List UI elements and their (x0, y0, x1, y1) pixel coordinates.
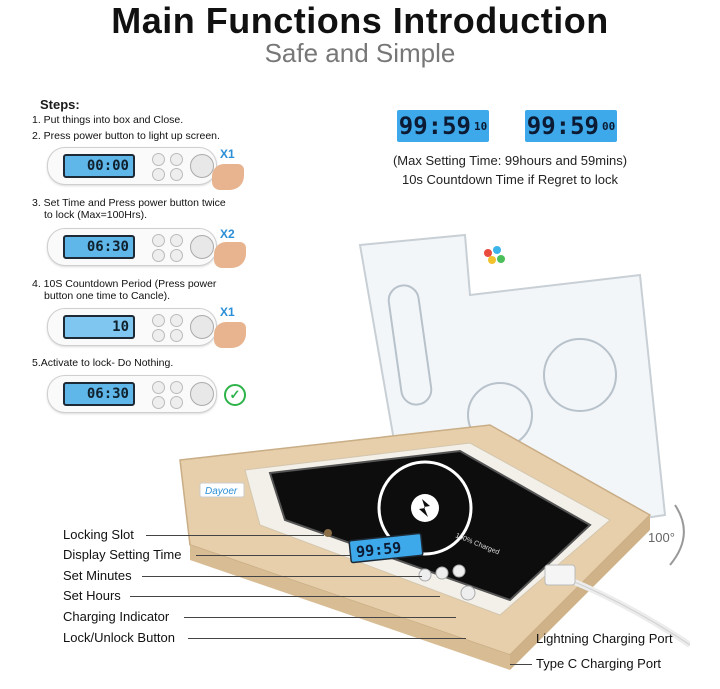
set-minutes-button (418, 568, 432, 582)
locked-time: 99:59 (526, 112, 599, 140)
press-count-label: X1 (220, 305, 235, 319)
step-3-text-2: to lock (Max=100Hrs). (44, 209, 147, 221)
callout-line (142, 576, 422, 577)
step-panel-3: 10 (47, 308, 217, 346)
max-time-note: (Max Setting Time: 99hours and 59mins) (392, 153, 628, 168)
panel-button (170, 381, 183, 394)
lock-sub-value: 00 (602, 119, 616, 133)
page-subtitle: Safe and Simple (264, 38, 456, 68)
finger-icon (214, 242, 246, 268)
step-5-text: 5.Activate to lock- Do Nothing. (32, 357, 174, 369)
panel-button (152, 249, 165, 262)
locking-slot (324, 529, 332, 537)
callout-typec-port: Type C Charging Port (536, 656, 662, 671)
lightning-bolt-icon (419, 499, 430, 517)
power-button (190, 315, 214, 339)
finger-icon (214, 322, 246, 348)
step-3-text-1: 3. Set Time and Press power button twice (32, 197, 226, 209)
panel-button (170, 168, 183, 181)
panel-button (170, 314, 183, 327)
panel-button (170, 153, 183, 166)
callout-lock-unlock-button: Lock/Unlock Button (63, 630, 176, 645)
lock-unlock-button (460, 585, 476, 601)
callout-line (184, 617, 456, 618)
check-icon: ✓ (224, 384, 246, 406)
panel-lcd: 06:30 (63, 235, 135, 259)
panel-button (170, 329, 183, 342)
panel-button (152, 396, 165, 409)
unlock-sub-value: 10 (474, 119, 488, 133)
panel-button (170, 234, 183, 247)
brand-label: Dayoer (205, 486, 238, 497)
callout-locking-slot: Locking Slot (63, 527, 134, 542)
panel-lcd: 06:30 (63, 382, 135, 406)
cable-plug (544, 564, 576, 586)
phone: 100% Charged (268, 449, 592, 602)
set-hours-button (435, 566, 449, 580)
locked-display: 99:59 00 (525, 110, 617, 142)
press-count-label: X1 (220, 147, 235, 161)
step-panel-1: 00:00 (47, 147, 217, 185)
step-1-text: 1. Put things into box and Close. (32, 114, 184, 126)
panel-button (152, 168, 165, 181)
device-display-time: 99:59 (355, 538, 402, 561)
steps-heading: Steps: (40, 97, 80, 112)
callout-line (146, 535, 324, 536)
panel-lcd: 10 (63, 315, 135, 339)
page-title: Main Functions Introduction (111, 0, 609, 41)
press-count-label: X2 (220, 227, 235, 241)
callout-set-minutes: Set Minutes (63, 568, 132, 583)
device-display (348, 532, 424, 564)
panel-button (152, 153, 165, 166)
step-panel-4: 06:30 (47, 375, 217, 413)
step-4-text-1: 4. 10S Countdown Period (Press power (32, 278, 217, 290)
callout-line (510, 664, 532, 665)
panel-button (152, 381, 165, 394)
panel-button (170, 249, 183, 262)
unlocked-time: 99:59 (398, 112, 471, 140)
power-button (190, 154, 214, 178)
panel-button (152, 329, 165, 342)
callout-line (130, 596, 440, 597)
callout-charging-indicator: Charging Indicator (63, 609, 170, 624)
callout-line (188, 638, 466, 639)
panel-button (170, 396, 183, 409)
product-illustration: 100° 100% Charged Dayoer 99:59 (179, 233, 690, 670)
charging-indicator (452, 564, 466, 578)
logo-icon (484, 246, 505, 264)
power-button (190, 382, 214, 406)
finger-icon (212, 164, 244, 190)
power-button (190, 235, 214, 259)
panel-lcd: 00:00 (63, 154, 135, 178)
panel-button (152, 234, 165, 247)
callout-line (196, 555, 350, 556)
callout-set-hours: Set Hours (63, 588, 121, 603)
callout-display-setting-time: Display Setting Time (63, 547, 182, 562)
countdown-note: 10s Countdown Time if Regret to lock (401, 172, 619, 187)
unlocked-display: 99:59 10 (397, 110, 489, 142)
lid-angle-label: 100° (648, 530, 675, 545)
step-4-text-2: button one time to Cancle). (44, 290, 171, 302)
panel-button (152, 314, 165, 327)
callout-lightning-port: Lightning Charging Port (536, 631, 673, 646)
step-2-text: 2. Press power button to light up screen… (32, 130, 220, 142)
